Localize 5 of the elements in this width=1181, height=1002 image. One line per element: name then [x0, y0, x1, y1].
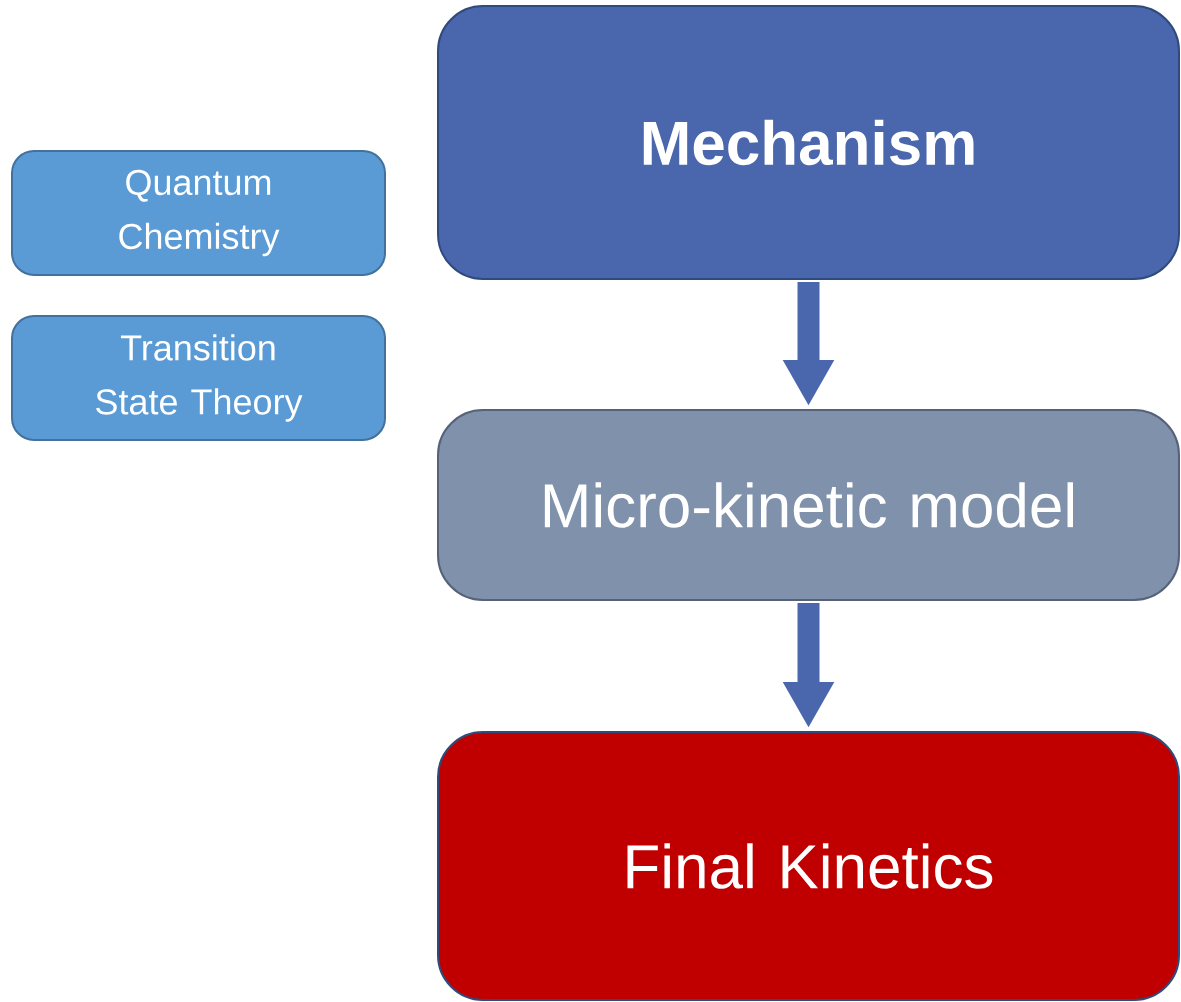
- method-box: Quantum Chemistry: [11, 150, 386, 276]
- result-box: Final Kinetics: [437, 731, 1180, 1001]
- process-box: Micro-kinetic model: [437, 409, 1180, 601]
- method-box: Transition State Theory: [11, 315, 386, 441]
- process-box: Mechanism: [437, 5, 1180, 280]
